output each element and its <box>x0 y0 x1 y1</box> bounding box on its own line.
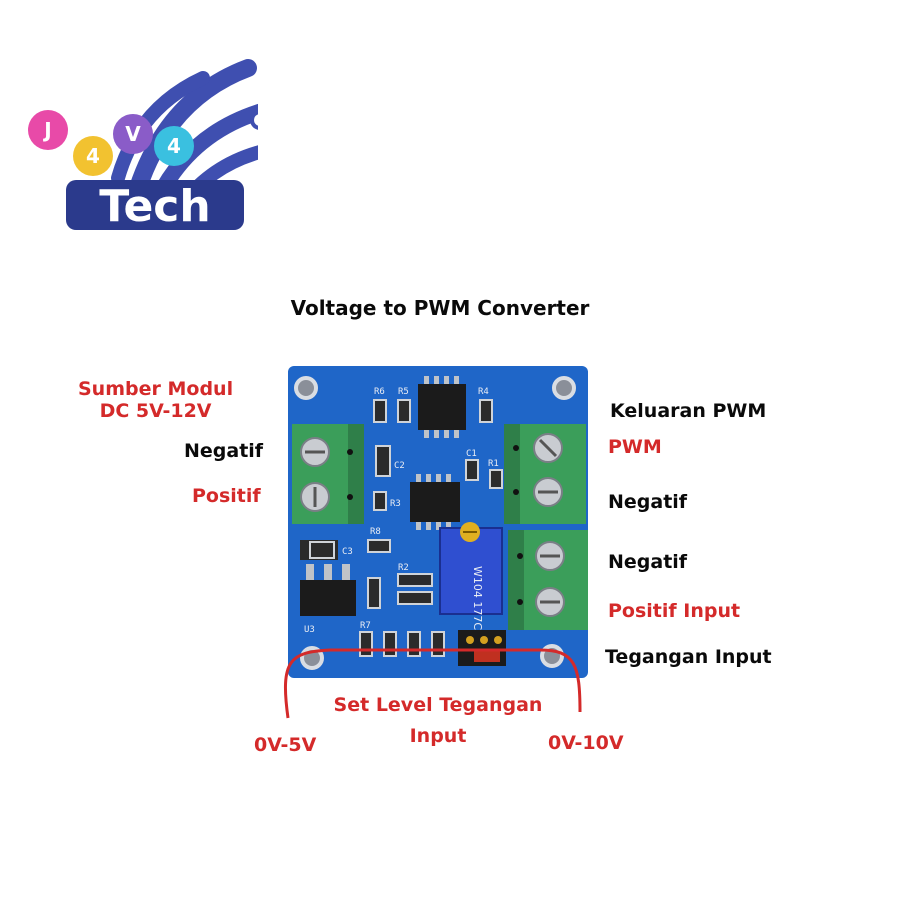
pwm-output-terminal-block <box>504 424 586 524</box>
logo-letter-j: J <box>42 118 51 142</box>
logo-word: Tech <box>99 181 210 232</box>
silk-r7: R7 <box>360 621 371 631</box>
silk-r6: R6 <box>374 387 385 397</box>
silk-c1: C1 <box>466 449 477 459</box>
page-title: Voltage to PWM Converter <box>290 296 590 320</box>
output-header-label: Keluaran PWM <box>610 400 767 422</box>
set-level-line1: Set Level Tegangan <box>333 694 543 716</box>
power-positive-label: Positif <box>192 485 261 507</box>
java-tech-logo: J 4 V 4 Tech <box>28 59 258 232</box>
logo-ball-j <box>28 110 68 150</box>
logo-ball-4a <box>73 136 113 176</box>
capacitor-c2 <box>375 445 391 477</box>
resistor-r1 <box>489 469 503 489</box>
logo-ball-v <box>113 114 153 154</box>
power-negative-label: Negatif <box>184 440 264 462</box>
silk-r5: R5 <box>398 387 409 397</box>
input-voltage-label: Tegangan Input <box>605 646 772 668</box>
silk-u3: U3 <box>304 625 315 635</box>
input-positive-label: Positif Input <box>608 600 741 622</box>
output-pwm-label: PWM <box>608 436 662 458</box>
jumper-header <box>458 630 506 666</box>
trimmer-potentiometer: W104 177C <box>439 522 503 630</box>
power-source-line2: DC 5V-12V <box>99 400 212 422</box>
logo-ball-4b <box>154 126 194 166</box>
capacitor-c1 <box>465 459 479 481</box>
set-level-label: Set Level Tegangan Input <box>316 690 560 752</box>
silk-r1: R1 <box>488 459 499 469</box>
silk-r4: R4 <box>478 387 489 397</box>
resistor-r7b <box>383 631 397 657</box>
resistor-r7d <box>431 631 445 657</box>
silk-c3: C3 <box>342 547 353 557</box>
mount-hole-tl <box>294 376 318 400</box>
range-low-label: 0V-5V <box>254 734 317 756</box>
trimmer-text: W104 177C <box>471 566 484 630</box>
logo-letter-4b: 4 <box>167 134 181 158</box>
diode <box>397 591 433 605</box>
logo-letter-v: V <box>125 122 141 146</box>
silk-r2: R2 <box>398 563 409 573</box>
output-negative-label: Negatif <box>608 491 688 513</box>
power-source-label: Sumber Modul DC 5V-12V <box>78 378 233 422</box>
logo-letter-4a: 4 <box>86 144 100 168</box>
resistor-r7c <box>407 631 421 657</box>
resistor-r6 <box>373 399 387 423</box>
mount-hole-tr <box>552 376 576 400</box>
resistor-r7a <box>359 631 373 657</box>
silk-r3: R3 <box>390 499 401 509</box>
resistor-r4 <box>479 399 493 423</box>
capacitor-c3 <box>309 541 335 559</box>
led <box>367 577 381 609</box>
power-terminal-block <box>292 424 364 524</box>
resistor-r8 <box>367 539 391 553</box>
resistor-r3 <box>373 491 387 511</box>
resistor-r2 <box>397 573 433 587</box>
silk-r8: R8 <box>370 527 381 537</box>
resistor-r5 <box>397 399 411 423</box>
set-level-line2: Input <box>409 725 467 747</box>
ic-chip-middle <box>410 474 460 530</box>
range-high-label: 0V-10V <box>548 732 624 754</box>
power-source-line1: Sumber Modul <box>78 378 234 400</box>
jumper-range-arc <box>283 648 582 719</box>
input-terminal-block <box>508 530 588 630</box>
input-negative-label: Negatif <box>608 551 688 573</box>
ic-chip-top <box>418 376 466 438</box>
silk-c2: C2 <box>394 461 405 471</box>
